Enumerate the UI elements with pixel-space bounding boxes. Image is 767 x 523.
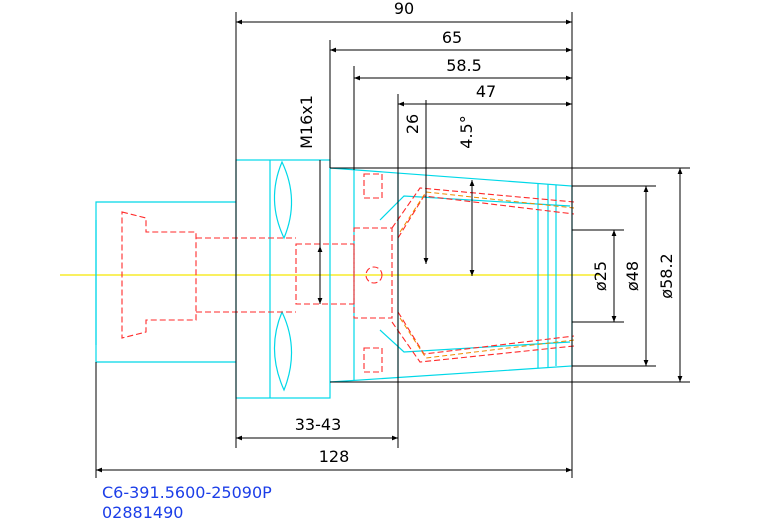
collet-cone-upper — [391, 187, 575, 229]
hidden-features — [121, 173, 575, 373]
dim-label-26: 26 — [403, 114, 422, 134]
dim-label-58-5: 58.5 — [446, 56, 482, 75]
shank-outline — [95, 201, 236, 363]
shank-bore — [121, 211, 197, 339]
hidden-features-secondary — [399, 191, 575, 359]
part-outline — [95, 159, 573, 399]
dim-label-thread: M16x1 — [297, 95, 316, 149]
nut-slot-top — [363, 173, 383, 199]
collet-taper-outline — [379, 195, 571, 353]
dim-label-dia58-2: ø58.2 — [657, 253, 676, 298]
part-code: C6-391.5600-25090P — [102, 483, 272, 502]
collet-cone-lower-inner — [397, 311, 575, 355]
drive-slot-bottom — [273, 310, 293, 392]
dim-label-47: 47 — [476, 82, 496, 101]
dimension-lines — [96, 19, 683, 473]
cross-hole — [365, 266, 383, 284]
collet-cone-upper-inner — [397, 195, 575, 239]
dim-label-dia48: ø48 — [623, 261, 642, 291]
extension-lines — [95, 12, 690, 478]
nut-slot-bottom — [363, 347, 383, 373]
thread-bore — [295, 243, 355, 305]
drive-slot-top — [273, 160, 293, 240]
collet-taper-secondary-lower — [399, 317, 575, 359]
collet-taper-secondary-upper — [399, 191, 575, 233]
dim-label-128: 128 — [319, 447, 350, 466]
dim-label-65: 65 — [442, 28, 462, 47]
flange-outline — [235, 159, 331, 399]
dim-label-90: 90 — [394, 0, 414, 18]
dim-label-angle: 4.5° — [457, 115, 476, 148]
collet-cone-lower — [391, 321, 575, 363]
dim-label-dia25: ø25 — [591, 261, 610, 291]
part-number: 02881490 — [102, 503, 183, 522]
collet-seat — [353, 227, 393, 319]
dim-label-33-43: 33-43 — [295, 415, 342, 434]
